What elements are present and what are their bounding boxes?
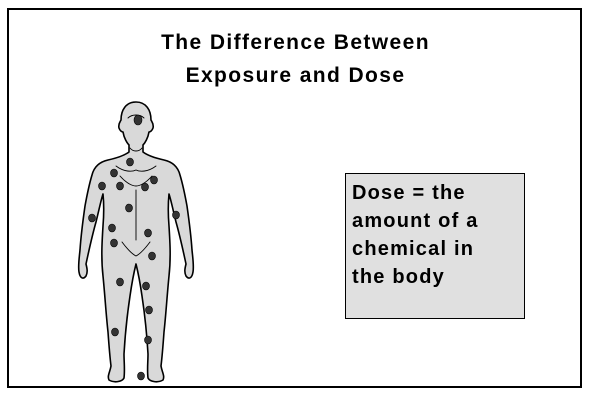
dose-line-4: the body — [352, 263, 518, 291]
chemical-spot — [126, 204, 133, 212]
chemical-spot — [111, 169, 118, 177]
slide-title: The Difference Between Exposure and Dose — [0, 26, 591, 92]
chemical-spot — [146, 306, 153, 314]
body-outline — [79, 102, 194, 382]
dose-definition-box: Dose = the amount of a chemical in the b… — [345, 173, 525, 319]
chemical-spot — [89, 214, 96, 222]
chemical-spot — [142, 183, 149, 191]
chemical-spot — [127, 158, 134, 166]
chemical-spot — [149, 252, 156, 260]
chemical-spot — [138, 372, 145, 380]
chemical-spot — [99, 182, 106, 190]
chemical-spot — [109, 224, 116, 232]
chemical-spot — [151, 176, 158, 184]
title-line-2: Exposure and Dose — [0, 59, 591, 92]
dose-line-3: chemical in — [352, 235, 518, 263]
chemical-spot — [111, 239, 118, 247]
title-line-1: The Difference Between — [0, 26, 591, 59]
dose-line-1: Dose = the — [352, 179, 518, 207]
chemical-spot — [117, 278, 124, 286]
chemical-spot — [173, 211, 180, 219]
chemical-spot — [145, 229, 152, 237]
chemical-spot — [143, 282, 150, 290]
human-body-icon — [72, 100, 202, 386]
dose-line-2: amount of a — [352, 207, 518, 235]
chemical-spot — [145, 336, 152, 344]
chemical-spot — [112, 328, 119, 336]
chemical-spot — [134, 115, 142, 125]
chemical-spot — [117, 182, 124, 190]
